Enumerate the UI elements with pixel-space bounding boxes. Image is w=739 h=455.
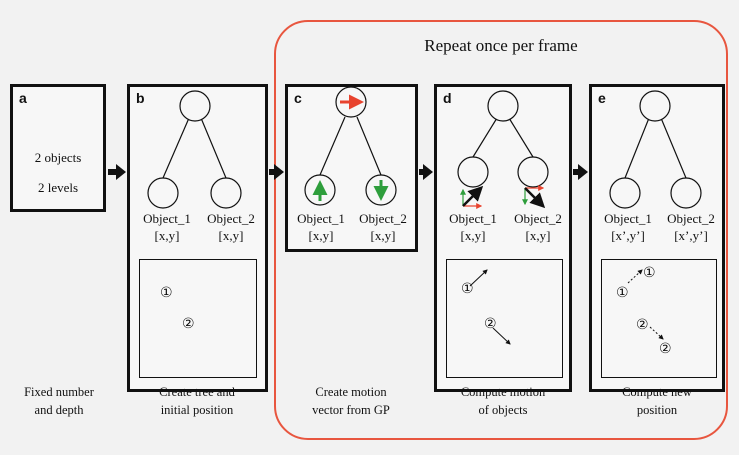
- panel-e-letter: e: [598, 90, 606, 106]
- caption-b: Create tree and initial position: [159, 385, 235, 417]
- panel-c-object2: Object_2: [359, 211, 407, 226]
- panel-d: d Object_1 Object_2 [x,y] [x,y] ① ②: [434, 84, 572, 392]
- panel-b-letter: b: [136, 90, 145, 106]
- panel-c-letter: c: [294, 90, 302, 106]
- caption-c: Create motion vector from GP: [312, 385, 390, 417]
- tree-e-root-node: [639, 90, 671, 122]
- d-black-diag-arrow-icon: [462, 185, 484, 207]
- flow-arrow-b-c: [269, 164, 284, 180]
- panel-c-pos2: [x,y]: [370, 228, 396, 243]
- panel-a-objects: 2 objects: [34, 150, 82, 165]
- flow-arrow-d-e: [573, 164, 588, 180]
- panel-e-scatter: ① ① ② ②: [601, 259, 717, 378]
- panel-e-marker1-end: ①: [643, 265, 656, 281]
- repeat-title: Repeat once per frame: [424, 36, 578, 55]
- panel-a: a 2 objects 2 levels: [10, 84, 106, 212]
- tree-d-child1-node: [457, 156, 489, 188]
- panel-c-object1: Object_1: [297, 211, 345, 226]
- panel-e-marker1-start: ①: [616, 285, 629, 301]
- tree-d-root-node: [487, 90, 519, 122]
- panel-d-letter: d: [443, 90, 452, 106]
- repeat-frame: [274, 20, 728, 440]
- panel-e-marker2-end: ②: [659, 341, 672, 357]
- panel-c-pos1: [x,y]: [308, 228, 334, 243]
- panel-b-scatter: ① ②: [139, 259, 257, 378]
- e-scatter-vectors: [627, 269, 664, 340]
- panel-b-pos1: [x,y]: [154, 228, 180, 243]
- caption-a: Fixed number and depth: [24, 385, 94, 417]
- panel-b-marker2: ②: [182, 316, 195, 332]
- tree-e: [609, 90, 702, 209]
- tree-b-root-node: [179, 90, 211, 122]
- panel-b: b Object_1 Object_2 [x,y] [x,y] ① ②: [127, 84, 268, 392]
- d-black-diag-arrow2-icon: [524, 187, 546, 209]
- panel-e-pos1: [x’,y’]: [611, 228, 645, 243]
- tree-b: [147, 90, 242, 209]
- panel-e-object1: Object_1: [604, 211, 652, 226]
- tree-b-child2-node: [210, 177, 242, 209]
- panel-b-marker1: ①: [160, 285, 173, 301]
- panel-a-levels: 2 levels: [37, 180, 79, 195]
- panel-b-pos2: [x,y]: [218, 228, 244, 243]
- panel-e-pos2: [x’,y’]: [674, 228, 708, 243]
- panel-d-object1: Object_1: [449, 211, 497, 226]
- tree-e-child1-node: [609, 177, 641, 209]
- panel-b-object2: Object_2: [207, 211, 255, 226]
- tree-c-vectors: [312, 94, 389, 201]
- panel-b-object1: Object_1: [143, 211, 191, 226]
- caption-d: Compute motion of objects: [460, 385, 546, 417]
- panel-d-pos2: [x,y]: [525, 228, 551, 243]
- panel-a-letter: a: [19, 90, 27, 106]
- panel-d-object2: Object_2: [514, 211, 562, 226]
- d-scatter-vectors: [469, 269, 511, 345]
- panel-e: e Object_1 Object_2 [x’,y’] [x’,y’] ① ① …: [589, 84, 725, 392]
- tree-e-child2-node: [670, 177, 702, 209]
- tree-d-vectors: [460, 185, 546, 209]
- tree-b-child1-node: [147, 177, 179, 209]
- tree-d: [457, 90, 549, 188]
- panel-e-object2: Object_2: [667, 211, 715, 226]
- panel-d-pos1: [x,y]: [460, 228, 486, 243]
- panel-e-marker2-start: ②: [636, 317, 649, 333]
- caption-e: Compute new position: [622, 385, 692, 417]
- tree-d-child2-node: [517, 156, 549, 188]
- flow-arrow-c-d: [419, 164, 433, 180]
- flow-arrow-a-b: [108, 164, 126, 180]
